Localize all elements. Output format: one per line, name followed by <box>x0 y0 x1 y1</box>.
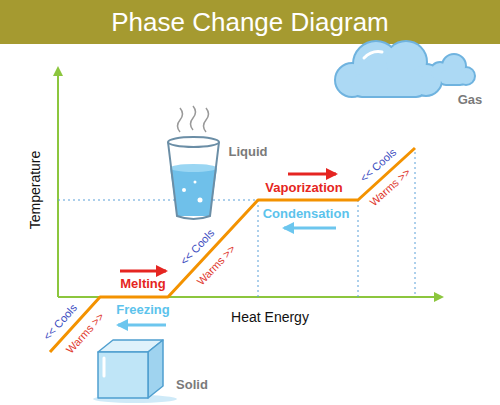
ice-cube-icon <box>93 340 177 403</box>
diagram-title: Phase Change Diagram <box>0 0 500 44</box>
condensation-arrow <box>284 227 336 230</box>
title-banner <box>0 0 500 44</box>
axis-title: Heat Energy <box>231 310 309 325</box>
temperature-axis <box>57 68 59 297</box>
freezing-arrow <box>118 324 166 327</box>
axis-title: Temperature <box>28 151 43 230</box>
state-label: Solid <box>176 378 208 392</box>
vaporization-arrow <box>288 173 336 176</box>
process-label: Condensation <box>263 207 350 221</box>
melting-arrow <box>120 270 166 273</box>
cloud-icon <box>336 42 474 96</box>
process-label: Vaporization <box>265 181 342 195</box>
state-label: Liquid <box>229 145 268 159</box>
state-label: Gas <box>458 93 483 107</box>
process-label: Freezing <box>116 303 169 317</box>
glass-icon <box>168 106 219 219</box>
process-label: Melting <box>120 277 166 291</box>
